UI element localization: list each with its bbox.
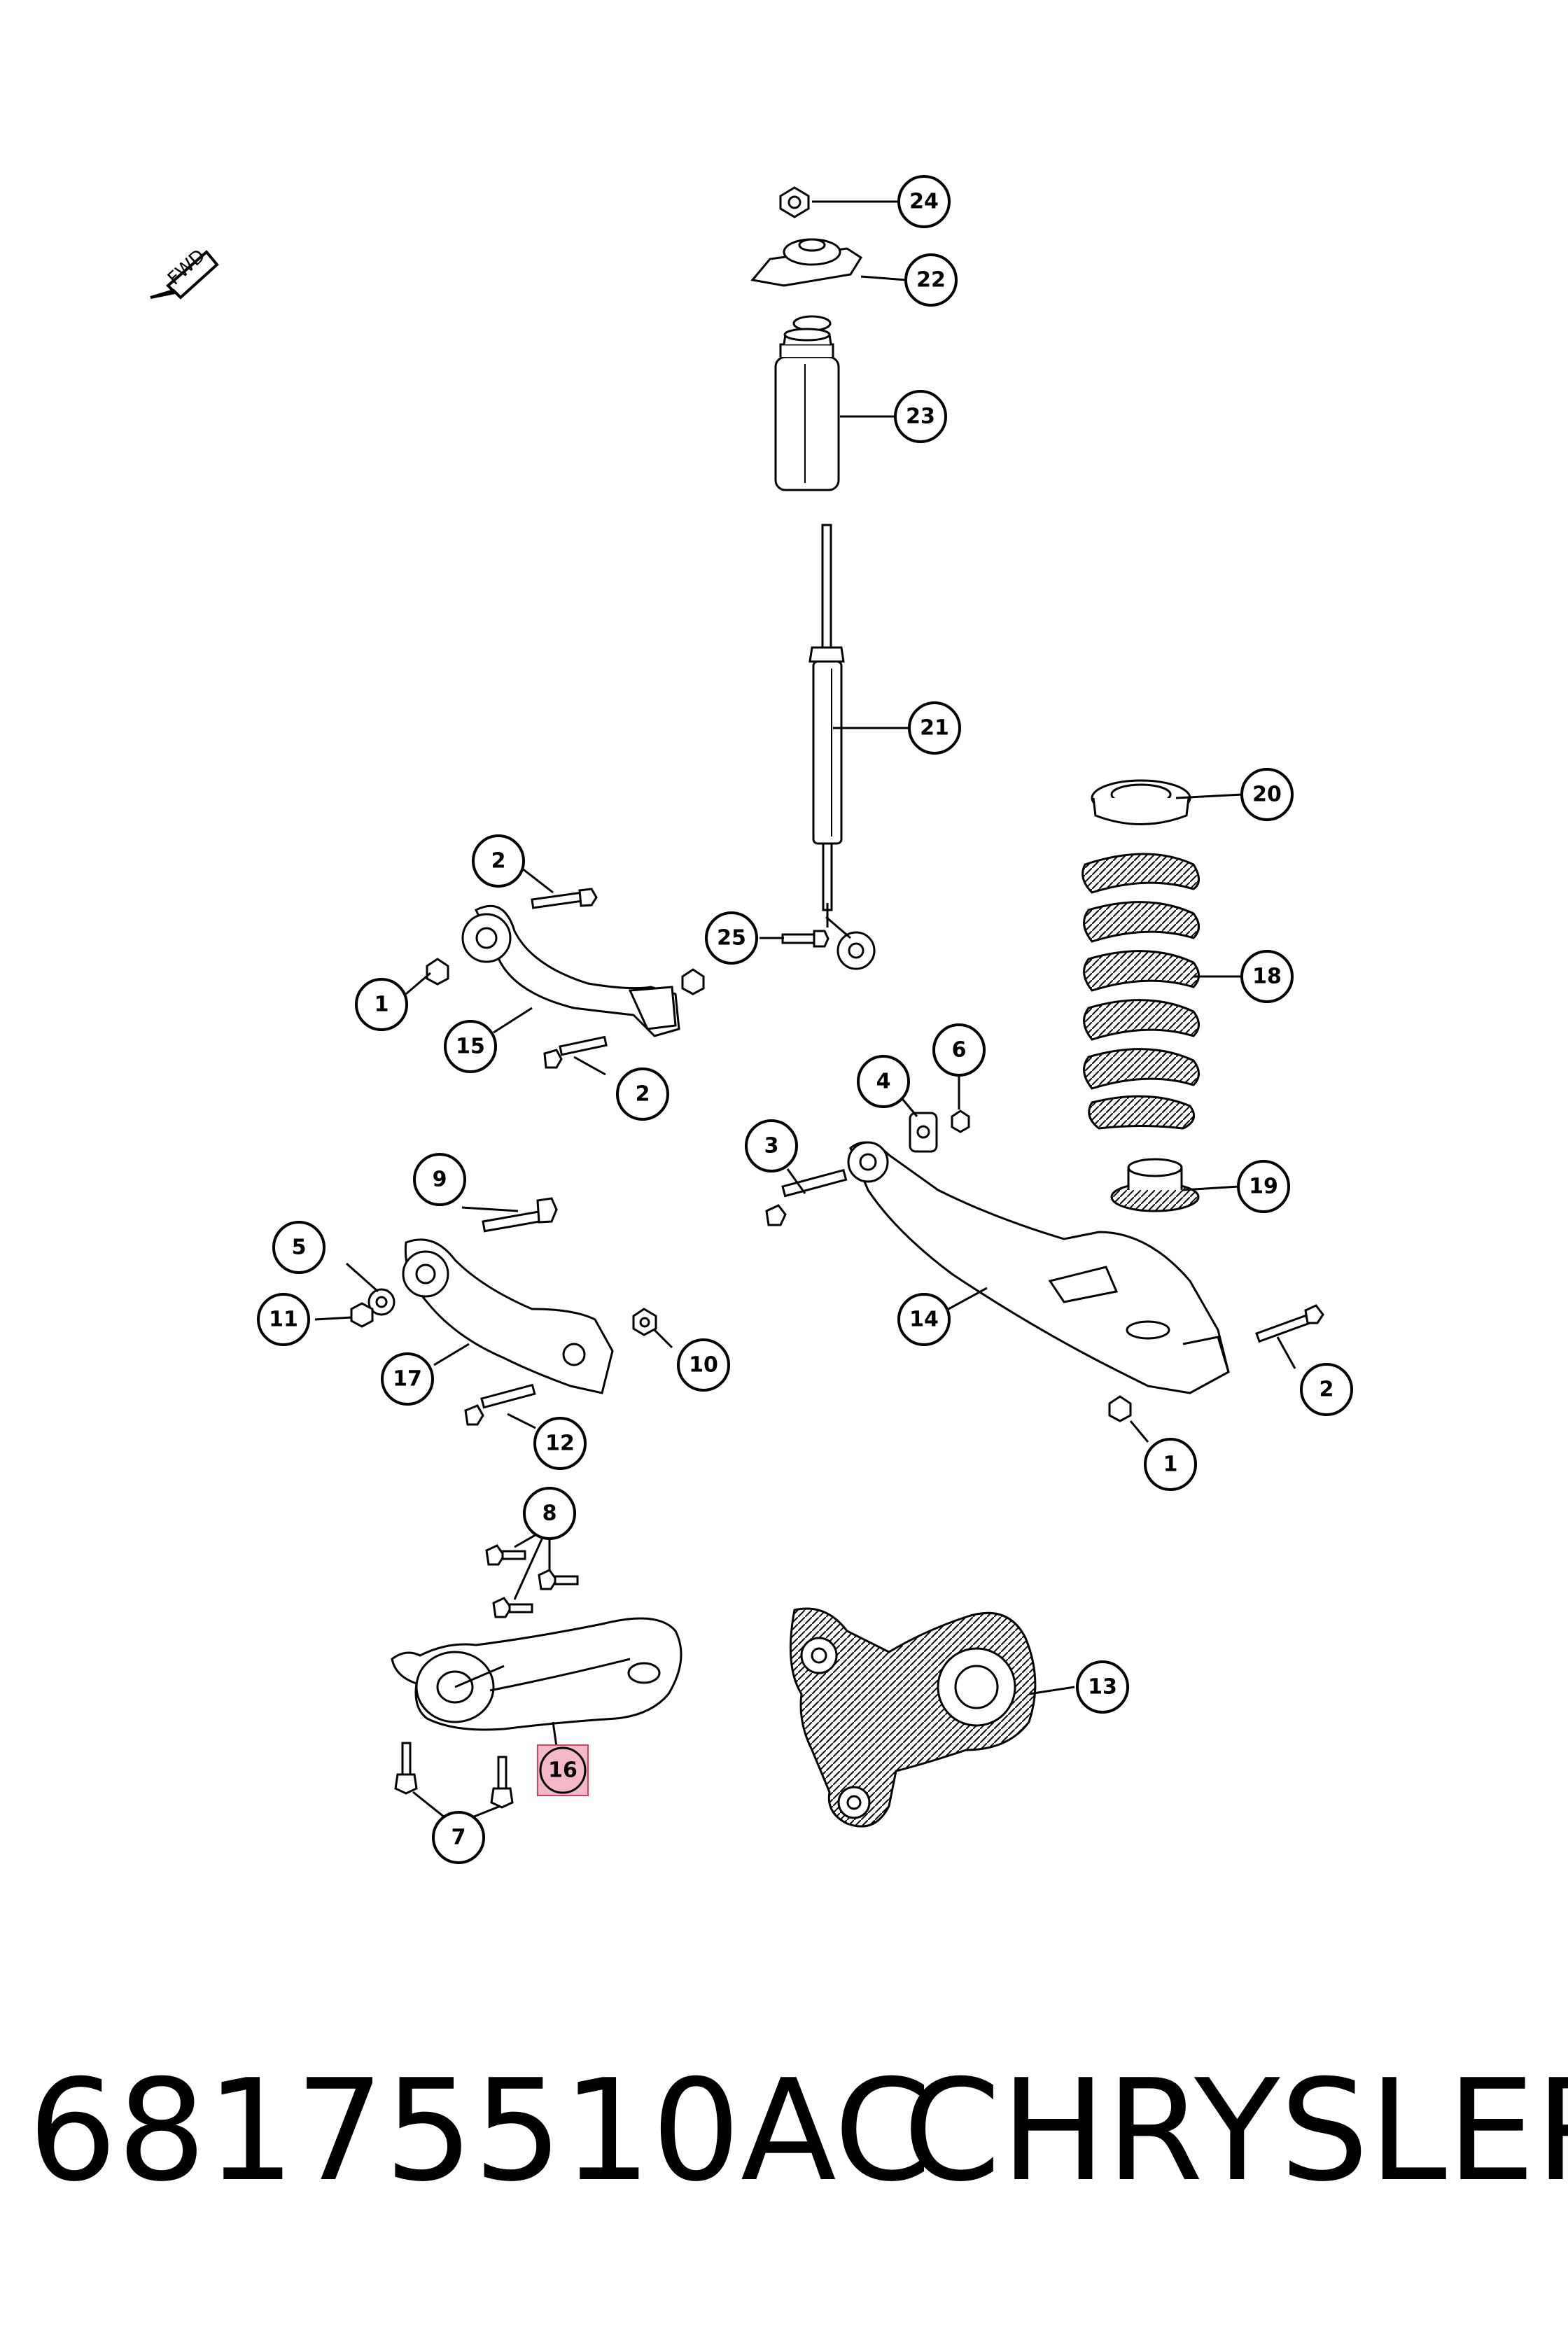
part-21-shock-absorber (808, 524, 876, 970)
part-11-nut (350, 1302, 374, 1328)
part-7-bolts (394, 1742, 514, 1809)
callout-4: 4 (857, 1055, 910, 1108)
callout-18: 18 (1240, 950, 1294, 1003)
callout-label: 10 (689, 1353, 718, 1378)
callout-label: 5 (292, 1236, 307, 1260)
callout-2-c: 2 (1300, 1363, 1353, 1416)
callout-10: 10 (677, 1338, 730, 1392)
forward-direction-arrow: FWD (150, 246, 219, 300)
callout-label: 2 (636, 1082, 650, 1107)
exploded-suspension-diagram: FWD (150, 175, 1353, 1864)
part-2-bolt-a (531, 888, 598, 909)
callout-label: 21 (920, 716, 949, 741)
callout-label: 17 (393, 1367, 422, 1392)
part-5-washer (368, 1288, 396, 1316)
callout-19: 19 (1237, 1160, 1290, 1213)
callout-label: 2 (1320, 1378, 1334, 1402)
part-1-nut-a (426, 958, 705, 995)
callout-3: 3 (745, 1119, 798, 1172)
part-2-bolt-c (1255, 1304, 1324, 1343)
callout-label: 8 (542, 1502, 557, 1526)
part-23-dust-boot (774, 328, 840, 491)
callout-7: 7 (432, 1811, 485, 1864)
callout-11: 11 (257, 1293, 310, 1346)
callout-label: 12 (545, 1432, 575, 1456)
part-13-knuckle (789, 1607, 1037, 1828)
part-15-upper-control-arm (461, 904, 680, 1037)
callout-6: 6 (932, 1023, 986, 1077)
callout-label: 1 (1163, 1452, 1178, 1477)
callout-1-a: 1 (355, 978, 408, 1031)
callout-8: 8 (523, 1487, 576, 1540)
callout-2-a: 2 (472, 834, 525, 888)
callout-label: 11 (269, 1308, 298, 1332)
part-9-bolt (482, 1197, 558, 1233)
callout-label: 7 (451, 1826, 466, 1850)
part-22-upper-mount (750, 238, 863, 332)
part-19-lower-isolator (1110, 1158, 1200, 1212)
callout-label: 6 (952, 1038, 967, 1063)
part-4-washer (909, 1112, 938, 1153)
callout-1-b: 1 (1144, 1438, 1197, 1491)
part-3-bolt (765, 1168, 848, 1226)
callout-5: 5 (272, 1221, 326, 1274)
callout-21: 21 (908, 701, 961, 755)
part-number: 68175510AC (28, 2050, 932, 2213)
brand-name: CHRYSLER (903, 2050, 1568, 2213)
callout-label: 4 (876, 1070, 891, 1094)
callout-label: 3 (764, 1134, 779, 1158)
callout-label: 16 (548, 1758, 578, 1783)
callout-label: 25 (717, 926, 746, 951)
callout-label: 23 (906, 405, 935, 429)
callout-label: 24 (909, 190, 939, 214)
part-18-coil-spring (1082, 853, 1200, 1130)
callout-label: 9 (433, 1168, 447, 1192)
callout-25: 25 (705, 911, 758, 965)
callout-label: 18 (1252, 965, 1282, 989)
callout-label: 1 (374, 993, 389, 1017)
callout-2-b: 2 (616, 1068, 669, 1121)
part-16-lower-control-arm (391, 1617, 682, 1731)
callout-20: 20 (1240, 768, 1294, 821)
part-10-nut (632, 1308, 657, 1336)
part-8-bolts (485, 1544, 579, 1618)
callout-label: 13 (1088, 1675, 1117, 1700)
part-20-spring-isolator (1091, 779, 1191, 825)
part-25-bolt (781, 930, 830, 948)
callout-12: 12 (533, 1417, 587, 1470)
callout-14: 14 (897, 1293, 951, 1346)
callout-17: 17 (381, 1352, 434, 1406)
part-17-control-link (402, 1238, 614, 1394)
part-24-nut (779, 186, 810, 218)
part-12-bolt (464, 1383, 536, 1426)
part-14-trailing-arm (847, 1141, 1230, 1394)
part-2-bolt-b (543, 1035, 608, 1069)
callout-16-highlighted: 16 (537, 1744, 589, 1796)
callout-23: 23 (894, 390, 947, 443)
callout-13: 13 (1076, 1660, 1129, 1714)
part-1-nut-b (1108, 1395, 1132, 1422)
callout-label: 22 (916, 268, 946, 293)
callout-label: 15 (456, 1035, 485, 1059)
callout-label: 20 (1252, 783, 1282, 807)
callout-9: 9 (413, 1153, 466, 1206)
callout-22: 22 (904, 253, 958, 307)
callout-24: 24 (897, 175, 951, 228)
callout-label: 14 (909, 1308, 939, 1332)
part-6-nut (951, 1110, 970, 1133)
callout-label: 2 (491, 849, 506, 874)
callout-15: 15 (444, 1020, 497, 1073)
callout-label: 19 (1249, 1175, 1278, 1199)
